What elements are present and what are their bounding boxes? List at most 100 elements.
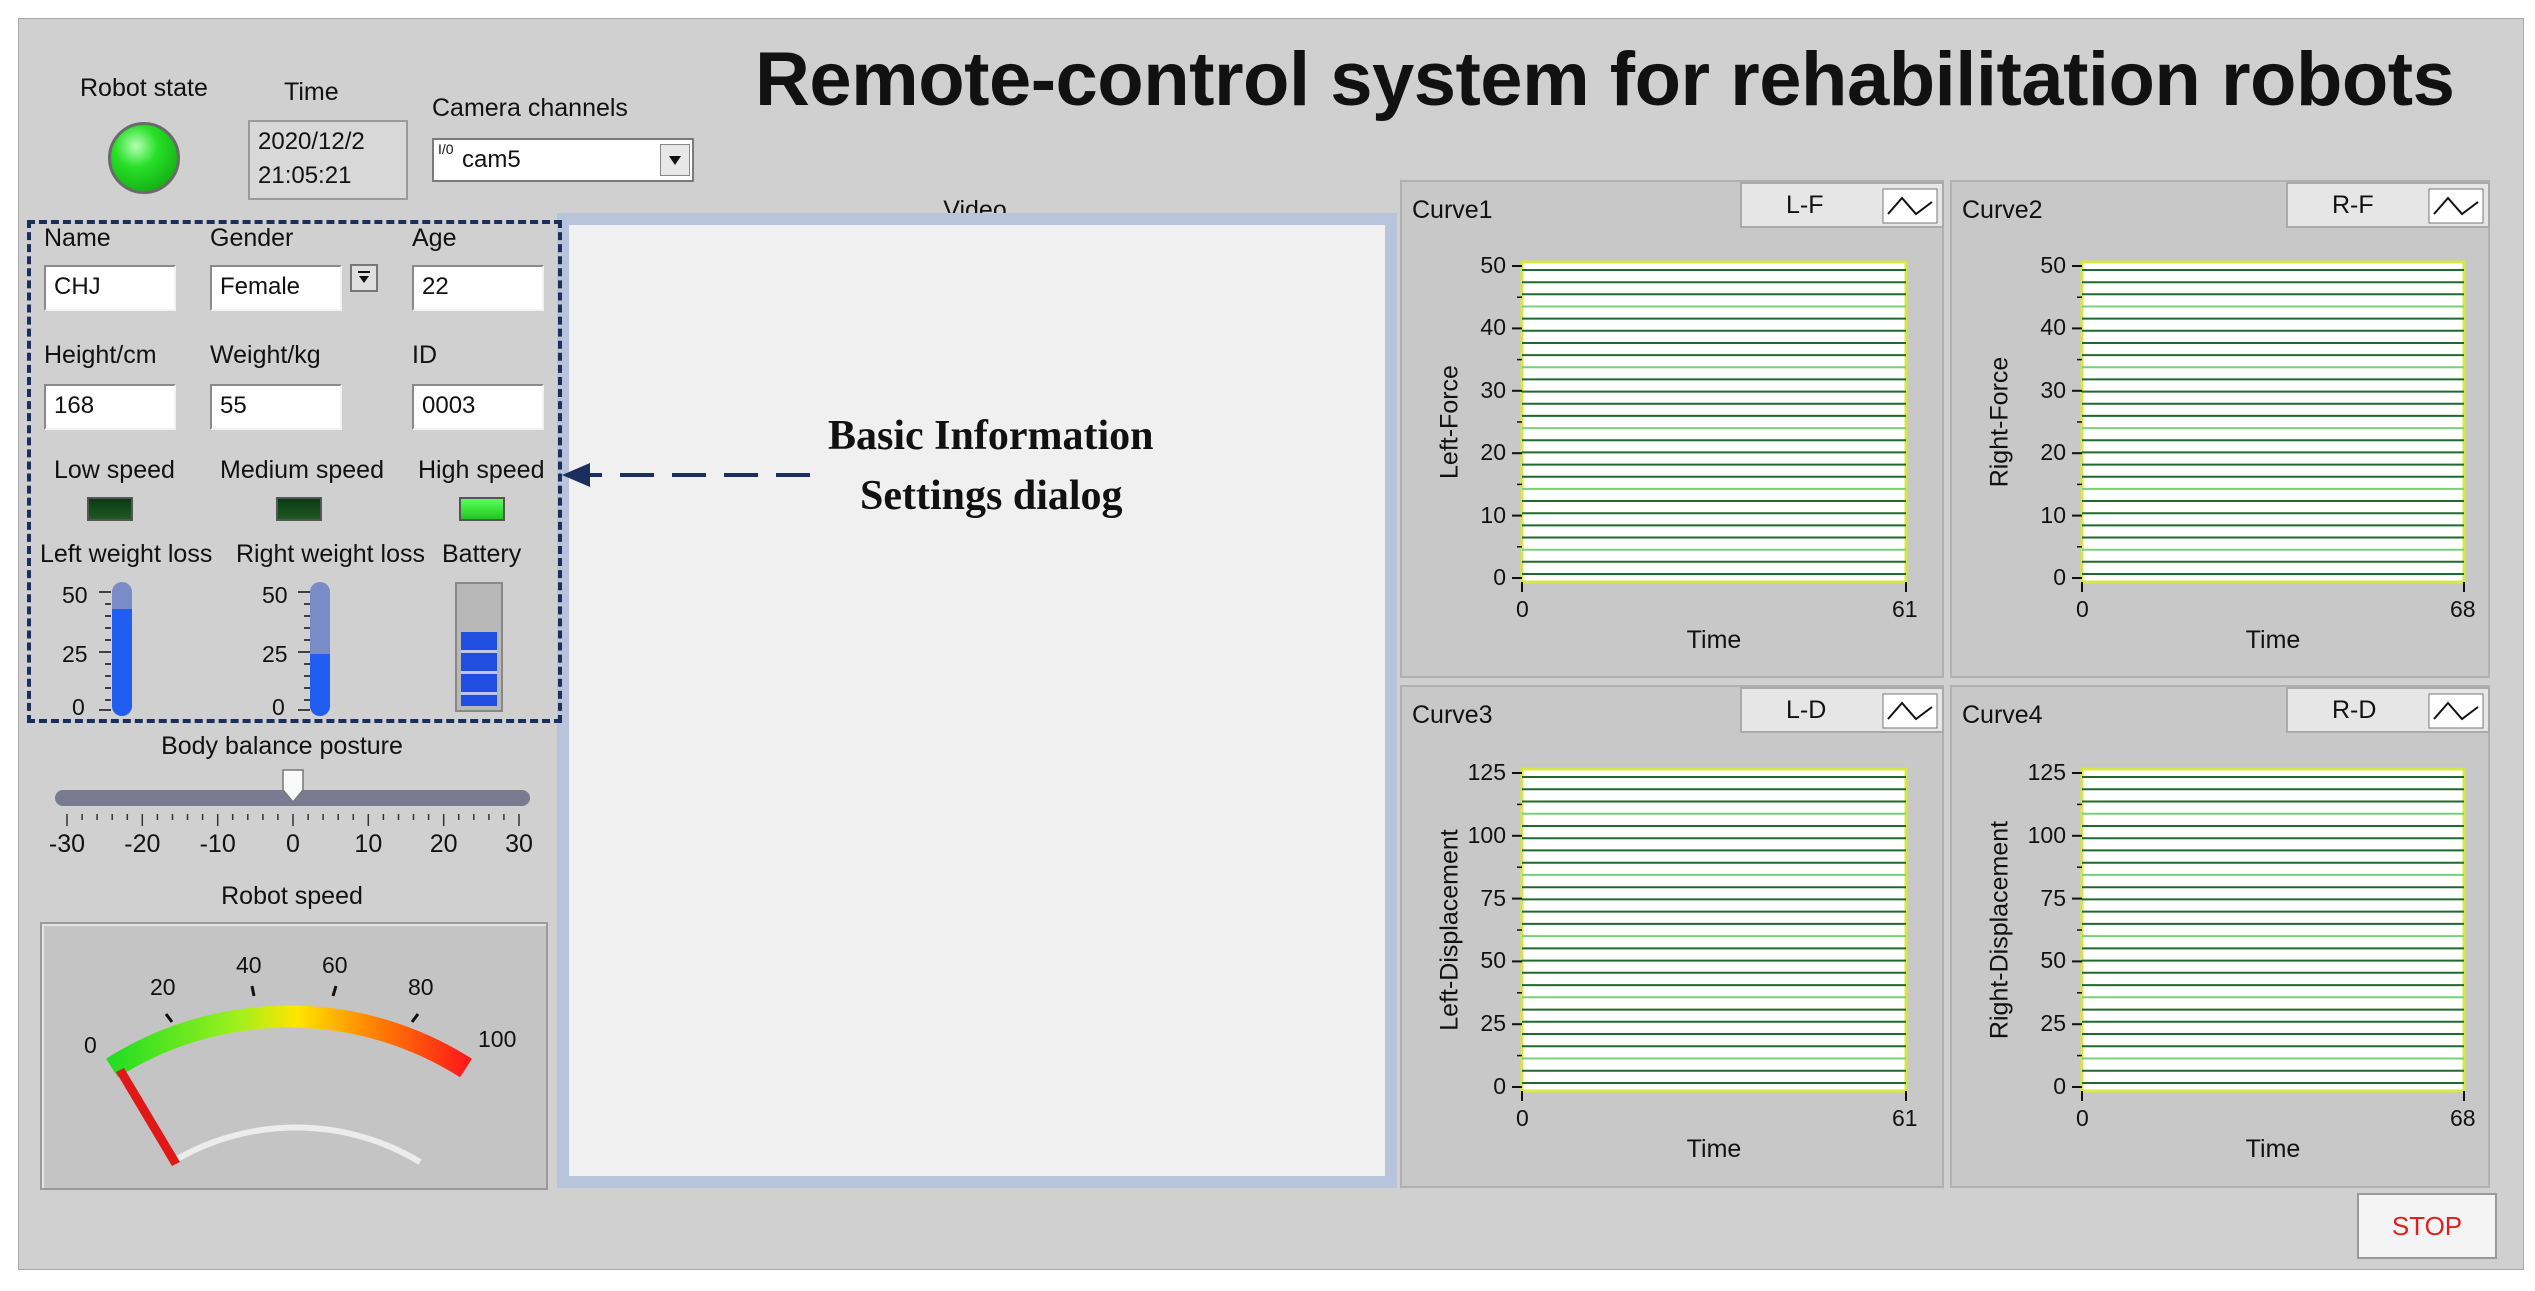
- y-tick-label: 10: [2040, 501, 2066, 528]
- y-tick-label: 25: [2040, 1010, 2066, 1037]
- tank-tick: 50: [262, 582, 288, 608]
- left-weight-loss-tank: [112, 582, 132, 716]
- tank-scale-ticks: [99, 591, 111, 711]
- tank-tick: 50: [62, 582, 88, 608]
- stop-button[interactable]: STOP: [2357, 1193, 2497, 1259]
- age-field[interactable]: 22: [412, 265, 544, 311]
- x-axis-label: Time: [1686, 1135, 1742, 1163]
- y-tick-label: 0: [1493, 1073, 1506, 1099]
- battery-indicator: [455, 582, 503, 712]
- x-axis-label: Time: [2245, 626, 2301, 654]
- right-weight-loss-label: Right weight loss: [236, 540, 425, 568]
- gender-field[interactable]: Female: [210, 265, 342, 311]
- balance-tick-label: -20: [124, 830, 161, 858]
- robot-state-led: [108, 122, 180, 194]
- battery-label: Battery: [442, 540, 522, 568]
- low-speed-led: [87, 497, 133, 521]
- x-tick-label: 68: [2450, 1105, 2476, 1131]
- name-label: Name: [44, 224, 111, 252]
- x-tick-label: 0: [1516, 1105, 1529, 1131]
- gender-dropdown-button[interactable]: [350, 264, 378, 292]
- chart-legend-button[interactable]: R-F: [2286, 182, 2490, 228]
- chart-title: Curve3: [1412, 701, 1493, 729]
- x-tick-label: 68: [2450, 596, 2476, 622]
- y-tick-label: 100: [1467, 821, 1506, 848]
- height-label: Height/cm: [44, 341, 157, 369]
- camera-select[interactable]: I/0 cam5: [432, 138, 694, 182]
- tank-tick: 25: [262, 641, 288, 667]
- balance-slider-thumb[interactable]: [281, 768, 305, 804]
- line-style-icon[interactable]: [2428, 693, 2484, 729]
- io-icon: I/0: [438, 141, 454, 157]
- speed-tick-label: 80: [408, 974, 434, 1000]
- gender-label: Gender: [210, 224, 294, 252]
- line-style-icon[interactable]: [2428, 188, 2484, 224]
- y-tick-label: 0: [2053, 1073, 2066, 1099]
- balance-tick-label: 0: [286, 830, 300, 858]
- balance-tick-label: 30: [505, 830, 533, 858]
- y-tick-label: 0: [2053, 564, 2066, 590]
- weight-field[interactable]: 55: [210, 384, 342, 430]
- id-field[interactable]: 0003: [412, 384, 544, 430]
- weight-label: Weight/kg: [210, 341, 321, 369]
- chart-plot: [1512, 767, 1908, 1101]
- annotation-line1: Basic Information: [828, 413, 1154, 459]
- y-tick-label: 75: [1480, 884, 1506, 911]
- balance-label: Body balance posture: [161, 732, 403, 760]
- basic-info-dialog: [27, 220, 562, 723]
- plot-area: [1520, 767, 1908, 1093]
- y-tick-label: 30: [1480, 376, 1506, 403]
- age-label: Age: [412, 224, 457, 252]
- y-tick-label: 50: [1480, 947, 1506, 974]
- chart-title: Curve2: [1962, 196, 2043, 224]
- time-display: 2020/12/2 21:05:21: [248, 120, 408, 200]
- robot-speed-label: Robot speed: [221, 882, 363, 910]
- time-clock: 21:05:21: [258, 162, 352, 189]
- chart-title: Curve4: [1962, 701, 2043, 729]
- chart-tag: R-D: [2332, 696, 2377, 724]
- plot-area: [2080, 767, 2466, 1093]
- y-tick-label: 25: [1480, 1010, 1506, 1037]
- chart-tag: R-F: [2332, 191, 2374, 219]
- x-axis-label: Time: [2245, 1135, 2301, 1163]
- line-style-icon[interactable]: [1882, 188, 1938, 224]
- y-tick-label: 75: [2040, 884, 2066, 911]
- speed-gauge-dial: [106, 985, 472, 1166]
- chart-tag: L-D: [1786, 696, 1827, 724]
- right-weight-loss-fill: [310, 654, 330, 716]
- chart-plot: [2072, 767, 2466, 1101]
- plot-area: [2080, 260, 2466, 584]
- y-tick-label: 20: [1480, 439, 1506, 466]
- chart-legend-button[interactable]: L-D: [1740, 687, 1944, 733]
- high-speed-led: [459, 497, 505, 521]
- y-tick-label: 50: [2040, 252, 2066, 278]
- camera-channels-label: Camera channels: [432, 94, 628, 122]
- left-weight-loss-label: Left weight loss: [40, 540, 213, 568]
- speed-tick-label: 60: [322, 952, 348, 978]
- x-tick-label: 0: [1516, 596, 1529, 622]
- medium-speed-led: [276, 497, 322, 521]
- speed-tick-label: 20: [150, 974, 176, 1000]
- balance-scale-ticks: [66, 814, 520, 826]
- balance-tick-label: -30: [48, 830, 86, 858]
- y-tick-label: 50: [2040, 947, 2066, 974]
- plot-area: [1520, 260, 1908, 584]
- tank-scale-ticks: [298, 591, 310, 711]
- speed-tick-label: 100: [478, 1026, 517, 1052]
- time-date: 2020/12/2: [258, 128, 365, 155]
- height-field[interactable]: 168: [44, 384, 176, 430]
- tank-tick: 0: [272, 694, 285, 720]
- line-style-icon[interactable]: [1882, 693, 1938, 729]
- chart-legend-button[interactable]: R-D: [2286, 687, 2490, 733]
- robot-state-label: Robot state: [80, 74, 208, 102]
- page-title: Remote-control system for rehabilitation…: [755, 37, 2455, 122]
- y-tick-label: 20: [2040, 439, 2066, 466]
- chart-legend-button[interactable]: L-F: [1740, 182, 1944, 228]
- y-tick-label: 125: [2027, 759, 2066, 785]
- dropdown-arrow-icon[interactable]: [660, 144, 690, 176]
- y-axis-label: Right-Displacement: [1985, 820, 2014, 1040]
- name-field[interactable]: CHJ: [44, 265, 176, 311]
- video-panel: [557, 213, 1397, 1188]
